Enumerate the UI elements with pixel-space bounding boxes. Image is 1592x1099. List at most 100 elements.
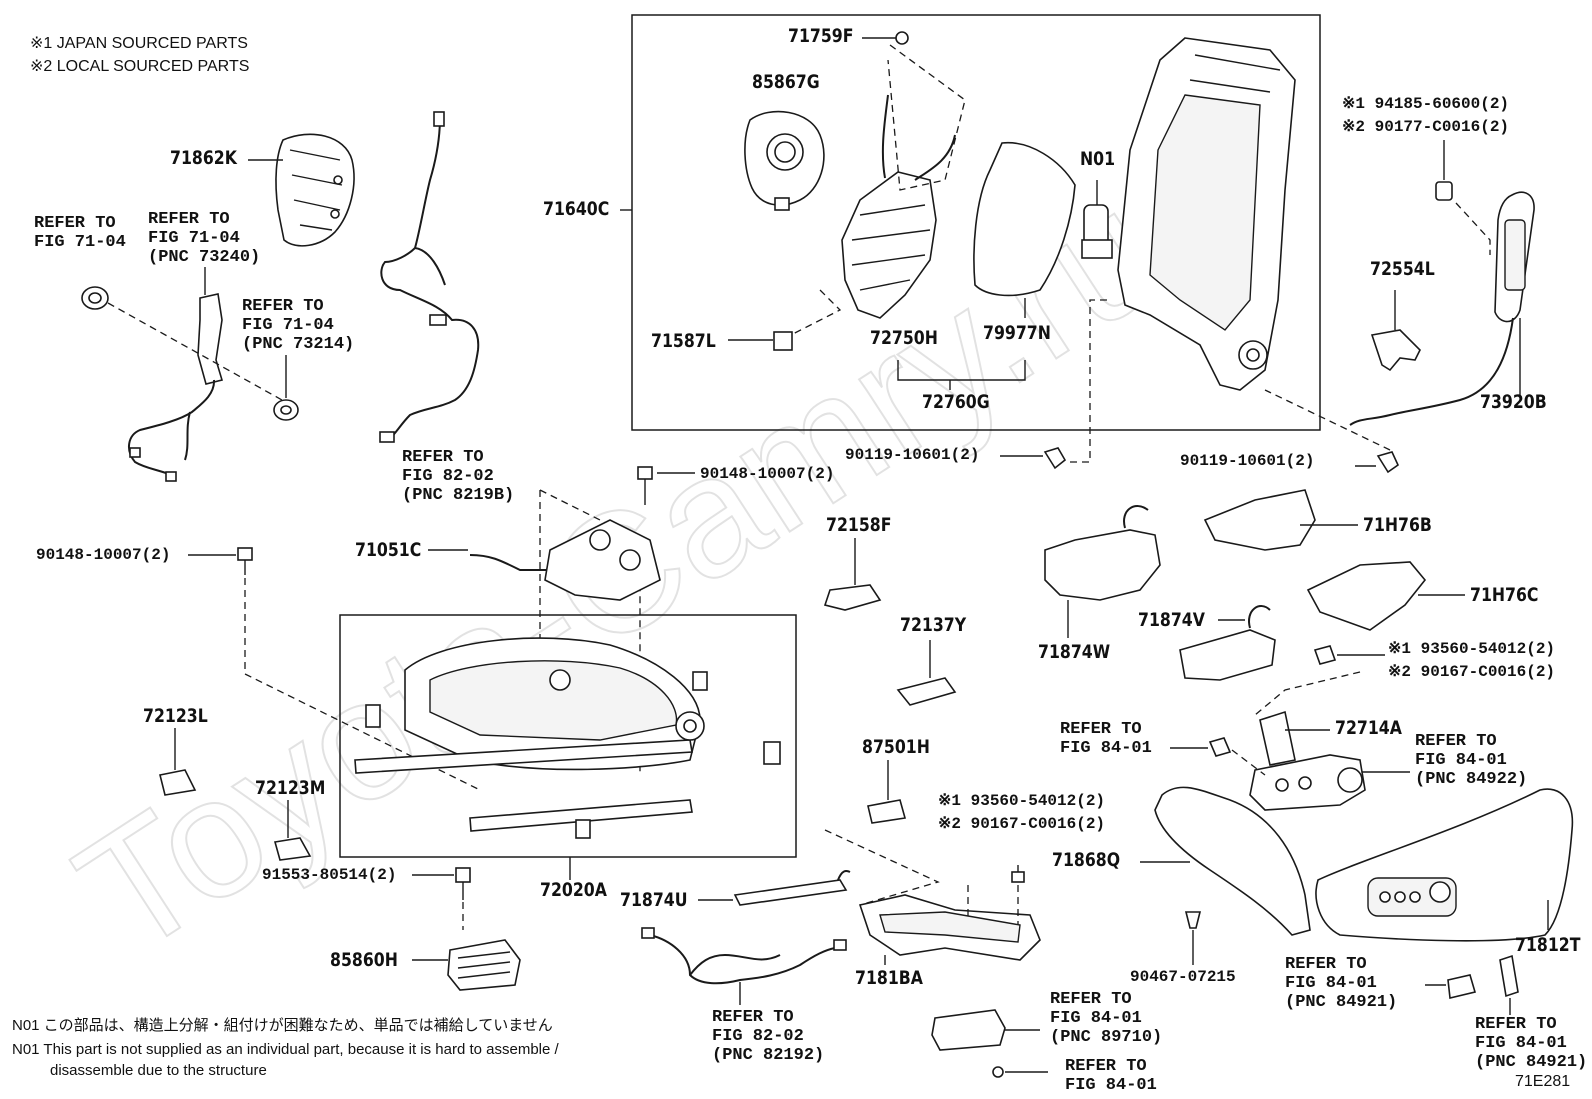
refer-fig-71-04-pnc-73214[interactable]: REFER TO FIG 71-04 (PNC 73214): [242, 297, 355, 355]
harness-82192: [641, 927, 847, 985]
part-71862K[interactable]: 71862K: [170, 147, 237, 169]
part-7181BA[interactable]: 7181BA: [855, 967, 923, 989]
mechanism-71051C: [469, 519, 661, 601]
fastener-90167-C0016-a[interactable]: ※2 90167-C0016(2): [1388, 663, 1556, 681]
long-wire-harness: [379, 111, 480, 443]
seatback-group-box: [631, 14, 1321, 431]
sensor-72554L: [1370, 329, 1421, 372]
fastener-90177-C0016[interactable]: ※2 90177-C0016(2): [1342, 118, 1510, 136]
bracket-7181BA: [858, 894, 1041, 961]
cover-72137Y: [896, 677, 957, 706]
ecu-87501H: [867, 799, 907, 824]
part-71051C[interactable]: 71051C: [355, 539, 422, 561]
bracket-small-2: [692, 671, 708, 691]
side-cover-71868Q: [1154, 786, 1311, 936]
fastener-90119-10601-left[interactable]: 90119-10601(2): [845, 446, 980, 464]
clip-90467: [1184, 911, 1202, 929]
part-72158F[interactable]: 72158F: [826, 514, 892, 536]
clip-71759F: [895, 31, 909, 45]
part-71874U[interactable]: 71874U: [620, 889, 688, 911]
knob-84921-b: [1499, 954, 1519, 998]
refer-fig-71-04-pnc-73240[interactable]: REFER TO FIG 71-04 (PNC 73240): [148, 210, 261, 268]
fastener-91553-80514[interactable]: 91553-80514(2): [262, 866, 397, 884]
buckle-harness: [81, 286, 299, 482]
fastener-90467-07215[interactable]: 90467-07215: [1130, 968, 1236, 986]
bar-71874U: [733, 870, 851, 906]
cover-71H76B: [1203, 489, 1316, 551]
part-72714A[interactable]: 72714A: [1335, 717, 1402, 739]
part-71H76B[interactable]: 71H76B: [1363, 514, 1432, 536]
shield-71862K: [275, 133, 355, 247]
part-71874V[interactable]: 71874V: [1138, 609, 1205, 631]
note-local-sourced: ※2 LOCAL SOURCED PARTS: [30, 58, 250, 75]
module-85860H: [447, 939, 521, 991]
bolt-90119-right: [1376, 451, 1400, 474]
part-71587L[interactable]: 71587L: [651, 330, 716, 352]
refer-fig-82-02-pnc-8219B[interactable]: REFER TO FIG 82-02 (PNC 8219B): [402, 448, 515, 506]
part-71812T[interactable]: 71812T: [1515, 934, 1581, 956]
side-airbag-73920B: [1349, 191, 1535, 426]
refer-fig-84-01-left[interactable]: REFER TO FIG 84-01: [1060, 720, 1152, 759]
lumbar-pump-85867G: [744, 110, 825, 211]
fastener-93560-54012-b[interactable]: ※1 93560-54012(2): [938, 792, 1106, 810]
bolt-90148-top: [637, 466, 653, 505]
fastener-90119-10601-right[interactable]: 90119-10601(2): [1180, 452, 1315, 470]
fastener-90167-C0016-b[interactable]: ※2 90167-C0016(2): [938, 815, 1106, 833]
part-87501H[interactable]: 87501H: [862, 736, 930, 758]
nut-94185: [1435, 181, 1453, 201]
cover-72123M: [273, 837, 312, 861]
part-72123L[interactable]: 72123L: [143, 705, 208, 727]
part-72137Y[interactable]: 72137Y: [900, 614, 967, 636]
note-n01-japanese: N01 この部品は、構造上分解・組付けが困難なため、単品では補給していません: [12, 1017, 553, 1034]
part-72123M[interactable]: 72123M: [255, 777, 326, 799]
part-71640C[interactable]: 71640C: [543, 198, 610, 220]
note-n01-english-1: N01 This part is not supplied as an indi…: [12, 1041, 559, 1058]
bracket-small-4: [575, 819, 591, 839]
refer-fig-82-02-pnc-82192[interactable]: REFER TO FIG 82-02 (PNC 82192): [712, 1008, 825, 1066]
figure-code: 71E281: [1515, 1073, 1571, 1090]
part-N01[interactable]: N01: [1080, 148, 1116, 170]
bracket-small-1: [365, 704, 381, 728]
refer-fig-84-01-pnc-84921-a[interactable]: REFER TO FIG 84-01 (PNC 84921): [1285, 955, 1398, 1013]
note-japan-sourced: ※1 JAPAN SOURCED PARTS: [30, 35, 248, 52]
part-71868Q[interactable]: 71868Q: [1052, 849, 1121, 871]
part-73920B[interactable]: 73920B: [1480, 391, 1547, 413]
part-79977N[interactable]: 79977N: [983, 322, 1051, 344]
part-71874W[interactable]: 71874W: [1038, 641, 1111, 663]
clip-71587L: [773, 331, 793, 351]
part-72760G[interactable]: 72760G: [922, 391, 990, 413]
part-72554L[interactable]: 72554L: [1370, 258, 1435, 280]
refer-fig-84-01-pnc-84921-b[interactable]: REFER TO FIG 84-01 (PNC 84921): [1475, 1015, 1588, 1073]
part-85860H[interactable]: 85860H: [330, 949, 398, 971]
knob-84921-a: [1447, 974, 1477, 999]
fastener-90148-10007-left[interactable]: 90148-10007(2): [36, 546, 171, 564]
seatback-frame: [1117, 37, 1296, 391]
cover-71H76C: [1306, 561, 1427, 631]
fastener-94185-60600[interactable]: ※1 94185-60600(2): [1342, 95, 1510, 113]
cover-71874W: [1044, 505, 1161, 601]
refer-fig-71-04[interactable]: REFER TO FIG 71-04: [34, 214, 126, 253]
part-71759F[interactable]: 71759F: [788, 25, 854, 47]
bolt-93560-b: [1011, 865, 1025, 883]
part-72020A[interactable]: 72020A: [540, 879, 607, 901]
refer-fig-84-01-pnc-89710[interactable]: REFER TO FIG 84-01 (PNC 89710): [1050, 990, 1163, 1048]
module-89710: [931, 1009, 1006, 1051]
part-71H76C[interactable]: 71H76C: [1470, 584, 1539, 606]
cover-72158F: [823, 584, 882, 611]
part-72750H[interactable]: 72750H: [870, 327, 938, 349]
note-n01-english-2: disassemble due to the structure: [50, 1062, 267, 1079]
bolt-91553: [455, 867, 471, 900]
part-85867G[interactable]: 85867G: [752, 71, 820, 93]
fastener-93560-54012-a[interactable]: ※1 93560-54012(2): [1388, 640, 1556, 658]
bracket-small-3: [763, 741, 781, 765]
bolt-90119-left: [1043, 447, 1067, 470]
lumbar-support-72750H: [841, 94, 956, 319]
refer-fig-84-01-pnc-84922[interactable]: REFER TO FIG 84-01 (PNC 84922): [1415, 732, 1528, 790]
bolt-refer-84: [1208, 737, 1232, 757]
bolt-93560-a: [1313, 645, 1337, 665]
fastener-90148-10007-top[interactable]: 90148-10007(2): [700, 465, 835, 483]
refer-fig-84-01-bottom[interactable]: REFER TO FIG 84-01: [1065, 1057, 1157, 1096]
cover-71874V: [1179, 605, 1276, 681]
bolt-90148-left: [237, 547, 253, 575]
